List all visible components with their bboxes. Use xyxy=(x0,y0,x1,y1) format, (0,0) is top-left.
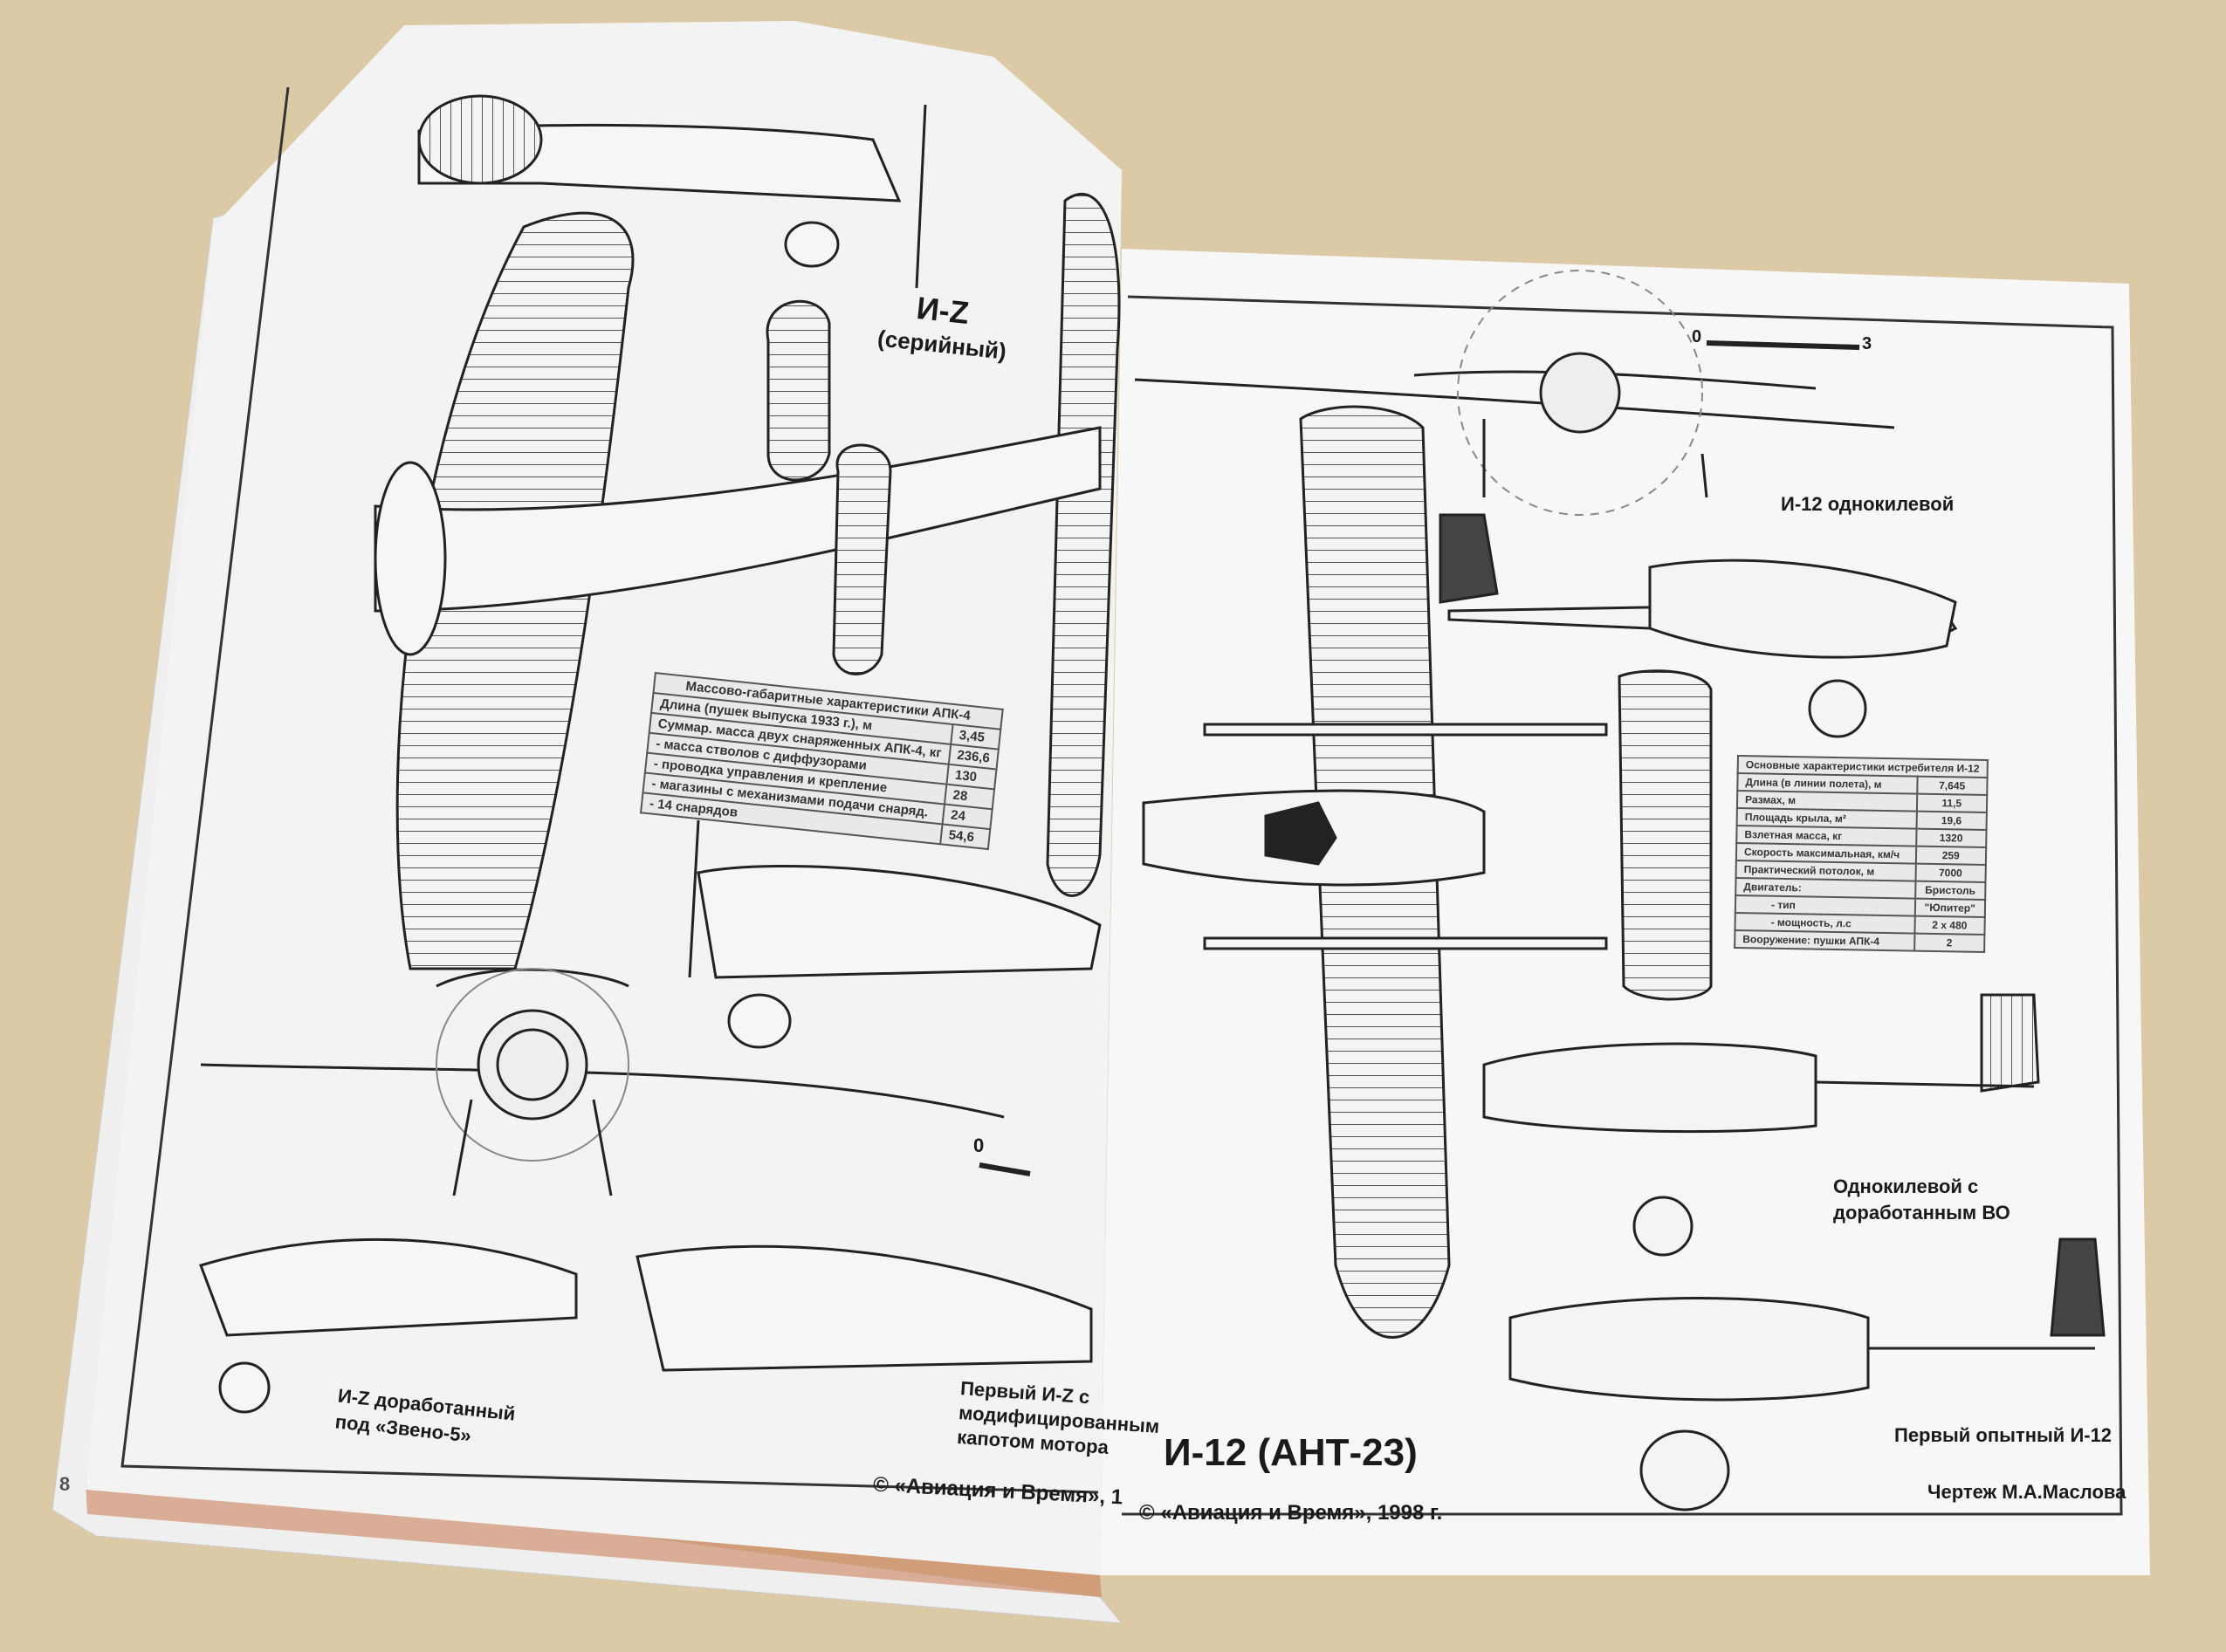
drawing-author: Чертеж М.А.Маслова xyxy=(1927,1481,2126,1503)
right-scale-three: 3 xyxy=(1862,334,1872,353)
i12-side-view-drawings xyxy=(1439,513,2106,1511)
right-scale-zero: 0 xyxy=(1692,327,1702,346)
i12-top-view-drawing xyxy=(1142,405,1713,1339)
left-scale-zero: 0 xyxy=(973,1134,985,1156)
row-value: 7,645 xyxy=(1917,776,1988,795)
row-value: 2 x 480 xyxy=(1914,915,1985,935)
page-edge xyxy=(86,1484,1102,1597)
row-value: 259 xyxy=(1915,846,1986,865)
left-page xyxy=(86,21,1122,1575)
right-page-frame xyxy=(1122,295,2123,1516)
row-value: 2 xyxy=(1913,933,1985,952)
right-copyright: © «Авиация и Время», 1998 г. xyxy=(1139,1501,1443,1525)
caption-i12-modified: Однокилевой с доработанным ВО xyxy=(1833,1174,2010,1226)
iz-top-view-drawing xyxy=(374,192,1121,970)
iz-side-view-drawing xyxy=(199,94,1102,1414)
iz-title: И-Z xyxy=(915,289,971,332)
iz-front-view-drawing xyxy=(200,968,1031,1196)
caption-iz-first: Первый И-Z с модифицированным капотом мо… xyxy=(956,1376,1162,1463)
row-value: 1320 xyxy=(1915,828,1987,847)
caption-i12-first: Первый опытный И-12 xyxy=(1894,1424,2113,1446)
row-value: 54,6 xyxy=(939,824,991,850)
row-value: Бристоль xyxy=(1914,881,1986,900)
left-page-frame xyxy=(120,86,1099,1494)
i12-front-view-drawing xyxy=(1134,270,1895,516)
i12-title: И-12 (АНТ-23) xyxy=(1164,1431,1418,1474)
row-value: 7000 xyxy=(1915,863,1986,882)
i12-specs-table: Основные характеристики истребителя И-12… xyxy=(1734,755,1989,953)
row-value: "Юпитер" xyxy=(1914,898,1985,917)
page-number: 8 xyxy=(59,1473,71,1495)
caption-line: доработанным ВО xyxy=(1833,1202,2010,1224)
row-label: Вооружение: пушки АПК-4 xyxy=(1735,929,1915,951)
caption-i12-single-fin: И-12 однокилевой xyxy=(1781,493,1955,515)
row-value: 19,6 xyxy=(1916,811,1987,830)
caption-line: Однокилевой с xyxy=(1833,1176,1979,1197)
row-value: 11,5 xyxy=(1916,793,1988,812)
